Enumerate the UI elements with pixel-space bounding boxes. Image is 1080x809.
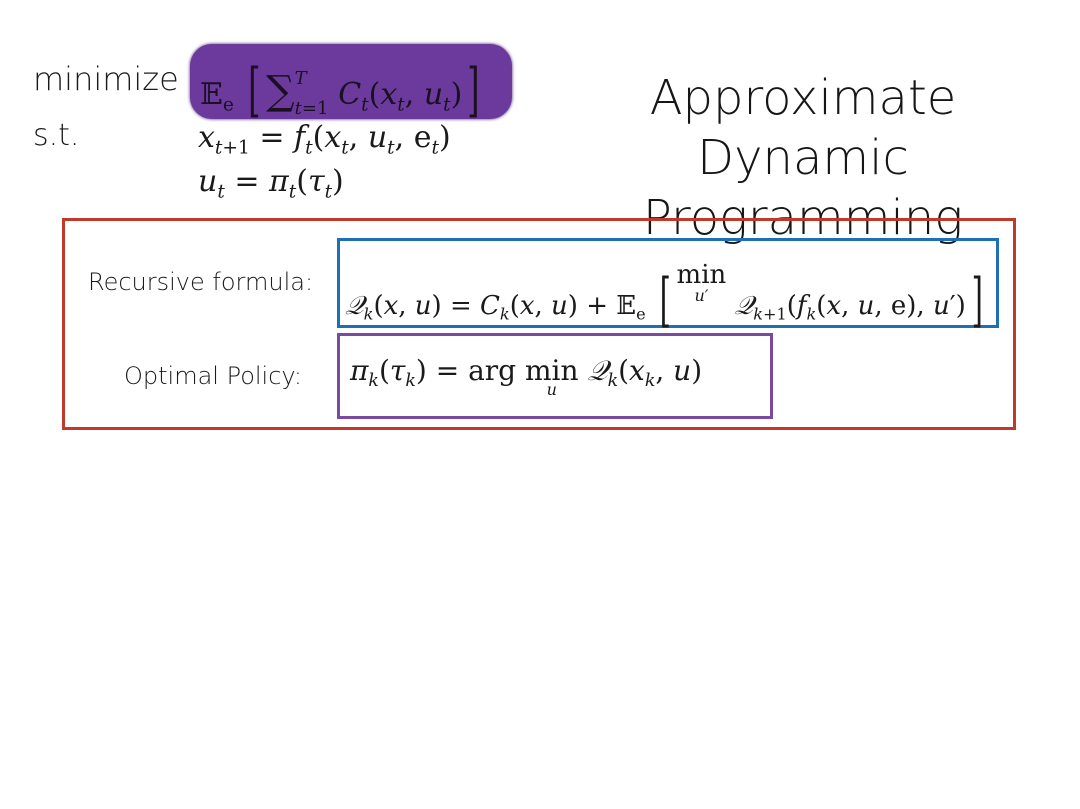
optimal-policy-label: Optimal Policy: [124,362,302,390]
recursive-formula-box [337,238,999,328]
minimize-keyword: minimize [33,60,179,98]
title-line-1: Approximate Dynamic [649,70,957,186]
slide-title: Approximate Dynamic Programming [548,68,1058,248]
optimal-policy-box [337,333,773,419]
dynamics-constraint: xt+1 = ft(xt, ut, et) [198,120,451,159]
formula-frame [62,218,1016,430]
recursive-formula-label: Recursive formula: [88,268,314,296]
objective-highlight-box [190,44,512,119]
subject-to-keyword: s.t. [33,118,80,153]
policy-constraint: ut = πt(τt) [198,164,344,203]
